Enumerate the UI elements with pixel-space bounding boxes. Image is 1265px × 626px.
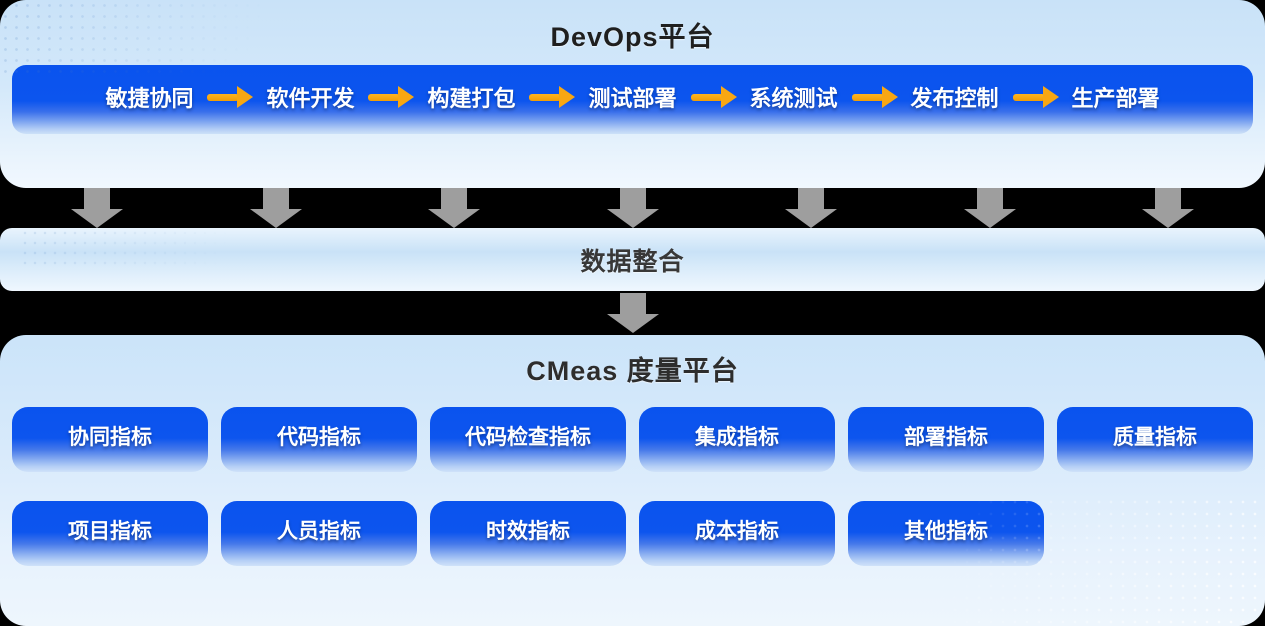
metric-button: 集成指标: [639, 407, 835, 472]
devops-platform-panel: DevOps平台 敏捷协同 软件开发 构建打包 测试: [0, 0, 1265, 188]
flow-arrow-single: [0, 291, 1265, 335]
metric-button: 项目指标: [12, 501, 208, 566]
pipeline-stage-label: 测试部署: [588, 85, 677, 111]
pipeline-stage-label: 生产部署: [1071, 85, 1160, 111]
pipeline-stage: 系统测试: [750, 81, 911, 113]
pipeline-stage-label: 软件开发: [266, 85, 355, 111]
data-integration-title: 数据整合: [580, 247, 685, 276]
pipeline-stage-label: 敏捷协同: [105, 85, 194, 111]
metric-button: 质量指标: [1057, 407, 1253, 472]
down-arrow-icon: [71, 188, 123, 228]
cmeas-platform-panel: CMeas 度量平台 协同指标 代码指标 代码检查指标 集成指标 部署指标 质量…: [0, 335, 1265, 626]
metric-button: 成本指标: [639, 501, 835, 566]
metrics-grid-row1: 协同指标 代码指标 代码检查指标 集成指标 部署指标 质量指标: [0, 407, 1265, 472]
metric-button: 代码检查指标: [430, 407, 626, 472]
cmeas-panel-title: CMeas 度量平台: [526, 356, 739, 386]
right-arrow-icon: [206, 85, 254, 108]
right-arrow-icon: [1012, 85, 1059, 108]
down-arrow-icon: [428, 188, 480, 228]
metrics-grid-row2: 项目指标 人员指标 时效指标 成本指标 其他指标: [0, 501, 1265, 566]
right-arrow-icon: [690, 85, 737, 108]
pipeline-stage: 发布控制: [911, 81, 1072, 113]
metric-button: 人员指标: [221, 501, 417, 566]
down-arrow-icon: [249, 188, 302, 228]
down-arrow-icon: [606, 293, 659, 333]
pipeline-stage: 测试部署: [588, 81, 749, 113]
down-arrow-icon: [1142, 188, 1194, 228]
flow-arrows-row: [0, 188, 1265, 228]
pipeline-stage-label: 系统测试: [749, 85, 838, 111]
down-arrow-icon: [785, 188, 837, 228]
metric-button: 代码指标: [221, 407, 417, 472]
down-arrow-icon: [963, 188, 1016, 228]
right-arrow-icon: [367, 85, 415, 108]
devops-panel-title: DevOps平台: [550, 22, 715, 52]
right-arrow-icon: [851, 85, 898, 108]
dot-pattern-decoration: [20, 228, 280, 268]
pipeline-stage: 敏捷协同: [105, 81, 266, 113]
down-arrow-icon: [606, 188, 659, 228]
pipeline-stage: 生产部署: [1072, 81, 1160, 113]
metric-button: 时效指标: [430, 501, 626, 566]
pipeline-stage: 构建打包: [427, 81, 588, 113]
right-arrow-icon: [528, 85, 576, 108]
metric-button: 协同指标: [12, 407, 208, 472]
pipeline-stage-label: 发布控制: [910, 85, 999, 111]
metric-button: 其他指标: [848, 501, 1044, 566]
pipeline-stage-label: 构建打包: [427, 85, 516, 111]
metric-button: 部署指标: [848, 407, 1044, 472]
pipeline-stage: 软件开发: [266, 81, 427, 113]
data-integration-bar: 数据整合: [0, 228, 1265, 291]
devops-pipeline-bar: 敏捷协同 软件开发 构建打包 测试部署: [12, 65, 1253, 134]
